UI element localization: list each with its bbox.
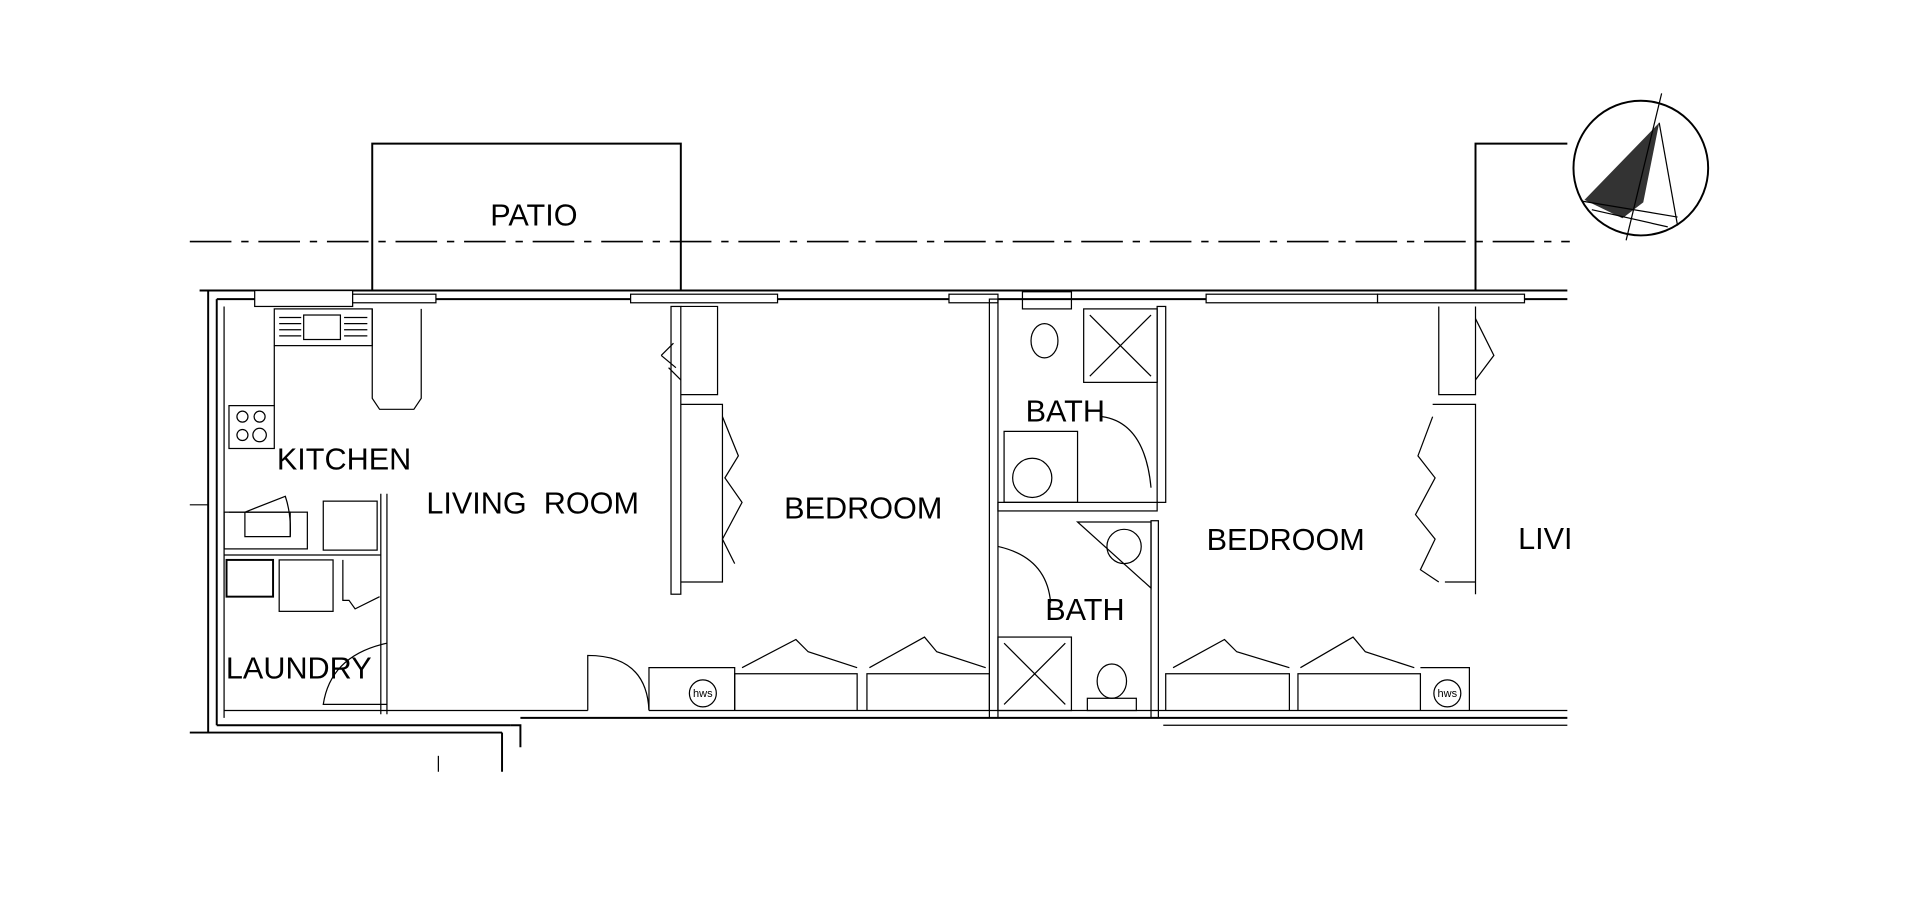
fixture-label-hws-2: hws (1438, 688, 1458, 700)
north-arrow-icon (1572, 93, 1710, 241)
bedroom-1-walls (660, 305, 743, 595)
entry-door (587, 654, 650, 711)
room-label-bath-1: BATH (1026, 395, 1105, 429)
closets-bottom (648, 636, 1470, 711)
patio-outline (371, 142, 682, 291)
crop-mask (1569, 245, 1920, 797)
kitchen-fixtures (223, 308, 422, 715)
room-label-kitchen: KITCHEN (277, 442, 411, 476)
bedroom-2-walls (1414, 306, 1495, 595)
room-label-living-room: LIVING ROOM (426, 486, 639, 520)
fixture-label-hws-1: hws (693, 688, 713, 700)
room-label-bedroom-2: BEDROOM (1207, 523, 1365, 557)
room-label-bedroom-1: BEDROOM (784, 491, 942, 525)
windows (254, 289, 1526, 308)
room-label-patio: PATIO (490, 199, 577, 233)
bath-walls (988, 291, 1167, 719)
room-label-living-partial: LIVI (1518, 522, 1572, 556)
room-label-laundry: LAUNDRY (226, 652, 372, 686)
room-label-bath-2: BATH (1045, 593, 1124, 627)
neighbor-patio-outline (1474, 142, 1568, 291)
